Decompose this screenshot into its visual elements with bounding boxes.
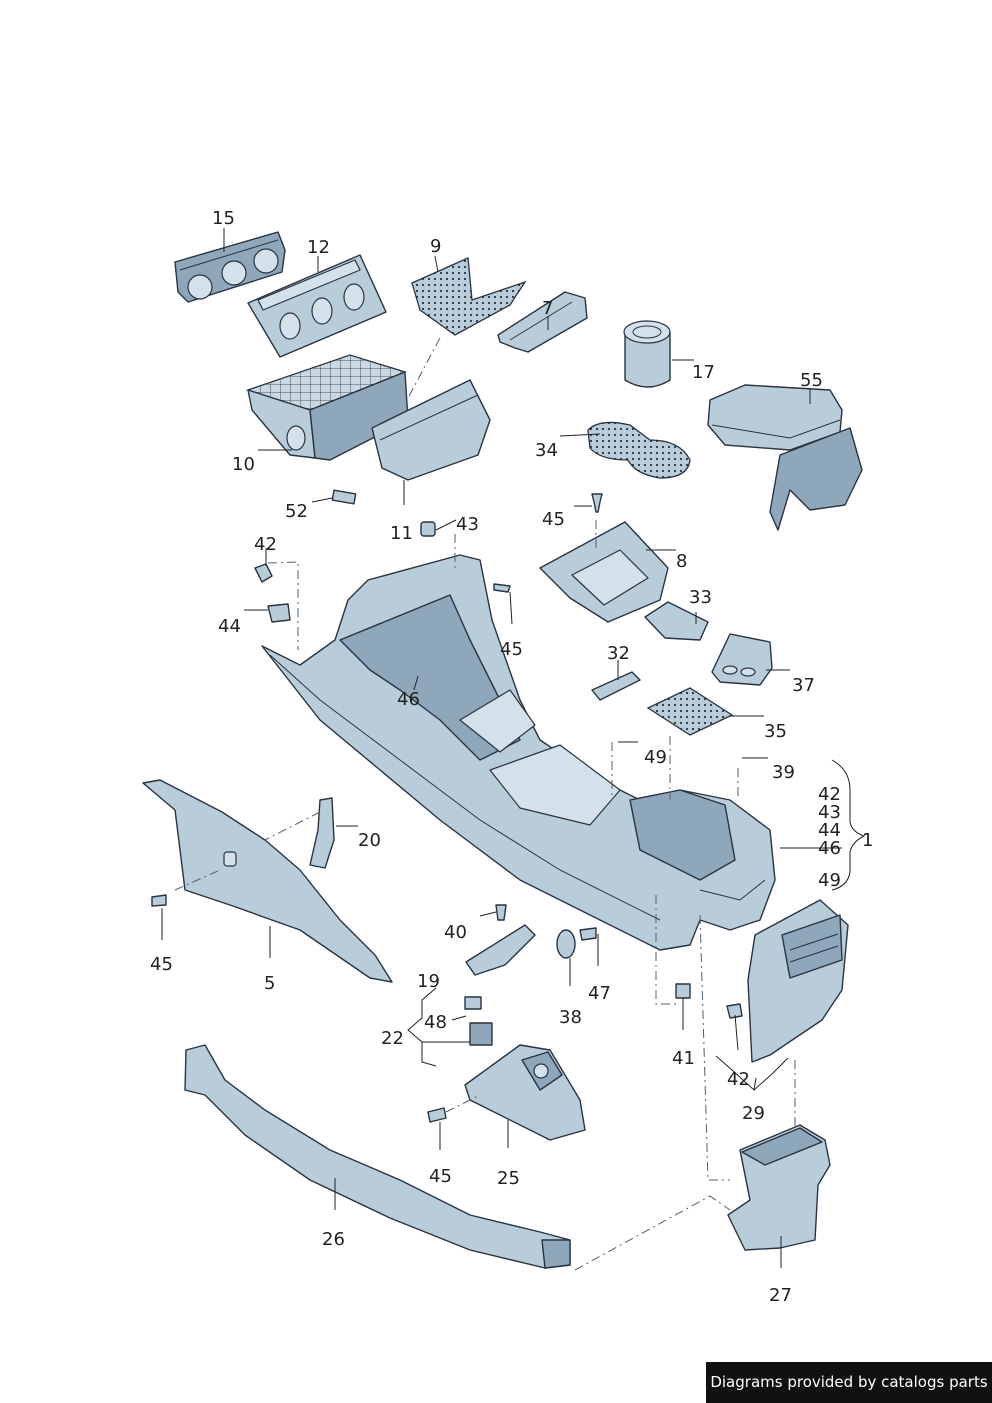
- part-10-storage-compartment: [245, 354, 409, 461]
- part-29-rear-vent-panel: [747, 899, 849, 1063]
- callout-41: 41: [672, 1048, 695, 1069]
- leader-lines: [161, 228, 866, 1268]
- callout-34: 34: [535, 440, 558, 461]
- callout-44b: 44: [818, 820, 841, 841]
- callout-12: 12: [307, 237, 330, 258]
- callout-48: 48: [424, 1012, 447, 1033]
- callout-46a: 46: [397, 689, 420, 710]
- callout-10: 10: [232, 454, 255, 475]
- callout-35: 35: [764, 721, 787, 742]
- part-25-shift-housing: [464, 1044, 586, 1141]
- callout-7: 7: [542, 298, 553, 319]
- part-34-cup-mat: [587, 421, 691, 479]
- part-27-duct-elbow: [727, 1124, 831, 1251]
- part-43-nut: [420, 521, 436, 537]
- callout-17: 17: [692, 362, 715, 383]
- part-45-screw-top: [591, 493, 603, 513]
- part-1-center-console: [261, 554, 776, 951]
- part-37-bracket: [711, 633, 773, 686]
- callout-11: 11: [390, 523, 413, 544]
- callout-43b: 43: [818, 802, 841, 823]
- callout-1: 1: [862, 830, 873, 851]
- assembly-lines: [174, 337, 796, 1271]
- callout-37: 37: [792, 675, 815, 696]
- callout-19: 19: [417, 971, 440, 992]
- part-5-side-trim: [142, 779, 393, 983]
- callout-45c: 45: [150, 954, 173, 975]
- part-40-screw: [495, 904, 507, 921]
- part-33-cover: [644, 601, 709, 641]
- part-52-clip: [331, 489, 357, 505]
- footer-credit: Diagrams provided by catalogs parts: [706, 1362, 992, 1403]
- part-8-insert-frame: [539, 521, 669, 623]
- callout-26: 26: [322, 1229, 345, 1250]
- part-17-cup-holder-insert: [623, 320, 671, 388]
- part-38-plug: [556, 929, 576, 959]
- callout-43: 43: [456, 514, 479, 535]
- part-11-lid: [371, 379, 491, 481]
- part-15-climate-control: [174, 231, 286, 303]
- part-19-bracket: [465, 924, 536, 976]
- callout-25: 25: [497, 1168, 520, 1189]
- callout-44a: 44: [218, 616, 241, 637]
- part-35-mat: [646, 687, 734, 736]
- callout-49b: 49: [818, 870, 841, 891]
- part-44-clip-left: [267, 603, 291, 623]
- callout-45a: 45: [542, 509, 565, 530]
- callout-45b: 45: [500, 639, 523, 660]
- callout-27: 27: [769, 1285, 792, 1306]
- callout-55: 55: [800, 370, 823, 391]
- callout-39: 39: [772, 762, 795, 783]
- part-9-tray-mat: [411, 257, 527, 336]
- callout-42a: 42: [254, 534, 277, 555]
- part-20-bracket: [309, 797, 335, 869]
- callout-38: 38: [559, 1007, 582, 1028]
- part-47-screw: [579, 927, 597, 941]
- part-12-trim-panel: [247, 254, 387, 358]
- callout-45d: 45: [429, 1166, 452, 1187]
- callout-22: 22: [381, 1028, 404, 1049]
- callout-46b: 46: [818, 838, 841, 859]
- callout-32: 32: [607, 643, 630, 664]
- callout-20: 20: [358, 830, 381, 851]
- callout-33: 33: [689, 587, 712, 608]
- callout-42c: 42: [727, 1069, 750, 1090]
- part-45-screw-left: [151, 894, 167, 907]
- callout-52: 52: [285, 501, 308, 522]
- callout-5: 5: [264, 973, 275, 994]
- callout-42b: 42: [818, 784, 841, 805]
- part-48-clip: [464, 996, 482, 1010]
- part-55-armrest: [707, 384, 863, 531]
- callout-47: 47: [588, 983, 611, 1004]
- part-32-clamp: [591, 671, 641, 701]
- callout-49a: 49: [644, 747, 667, 768]
- part-22-switch: [469, 1022, 493, 1046]
- part-7-handle: [497, 291, 588, 353]
- part-45-screw-mid: [493, 583, 511, 593]
- part-42-clip-right: [726, 1003, 743, 1019]
- part-45-screw-lower: [427, 1107, 447, 1123]
- part-26-air-duct: [184, 1044, 571, 1269]
- part-42-clip-left: [254, 563, 273, 583]
- callout-labels: 15 12 9 7 17 55 10 34 52 11 43 45 8 42 4…: [150, 208, 873, 1306]
- part-41-clip: [675, 983, 691, 999]
- callout-29: 29: [742, 1103, 765, 1124]
- callout-9: 9: [430, 236, 441, 257]
- callout-15: 15: [212, 208, 235, 229]
- callout-40: 40: [444, 922, 467, 943]
- callout-8: 8: [676, 551, 687, 572]
